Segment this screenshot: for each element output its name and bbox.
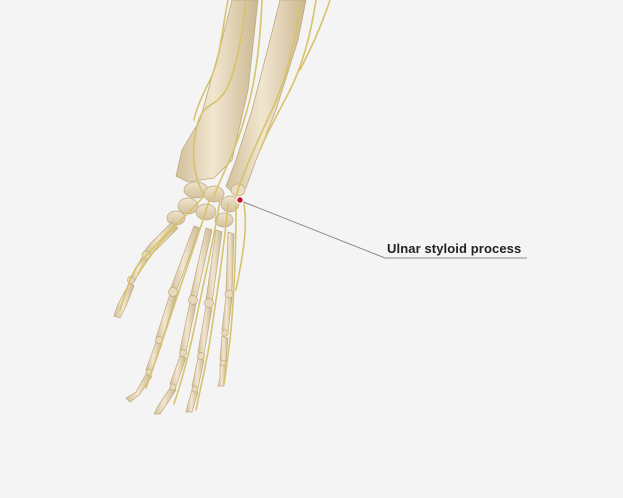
structure-label[interactable]: Ulnar styloid process	[387, 241, 522, 256]
radius-bone[interactable]	[175, 0, 259, 183]
annotation-leader	[236, 196, 527, 259]
forearm-bones	[175, 0, 307, 197]
hand-bones	[113, 221, 235, 415]
annotation-marker[interactable]	[236, 196, 244, 204]
nerves	[119, 0, 331, 411]
